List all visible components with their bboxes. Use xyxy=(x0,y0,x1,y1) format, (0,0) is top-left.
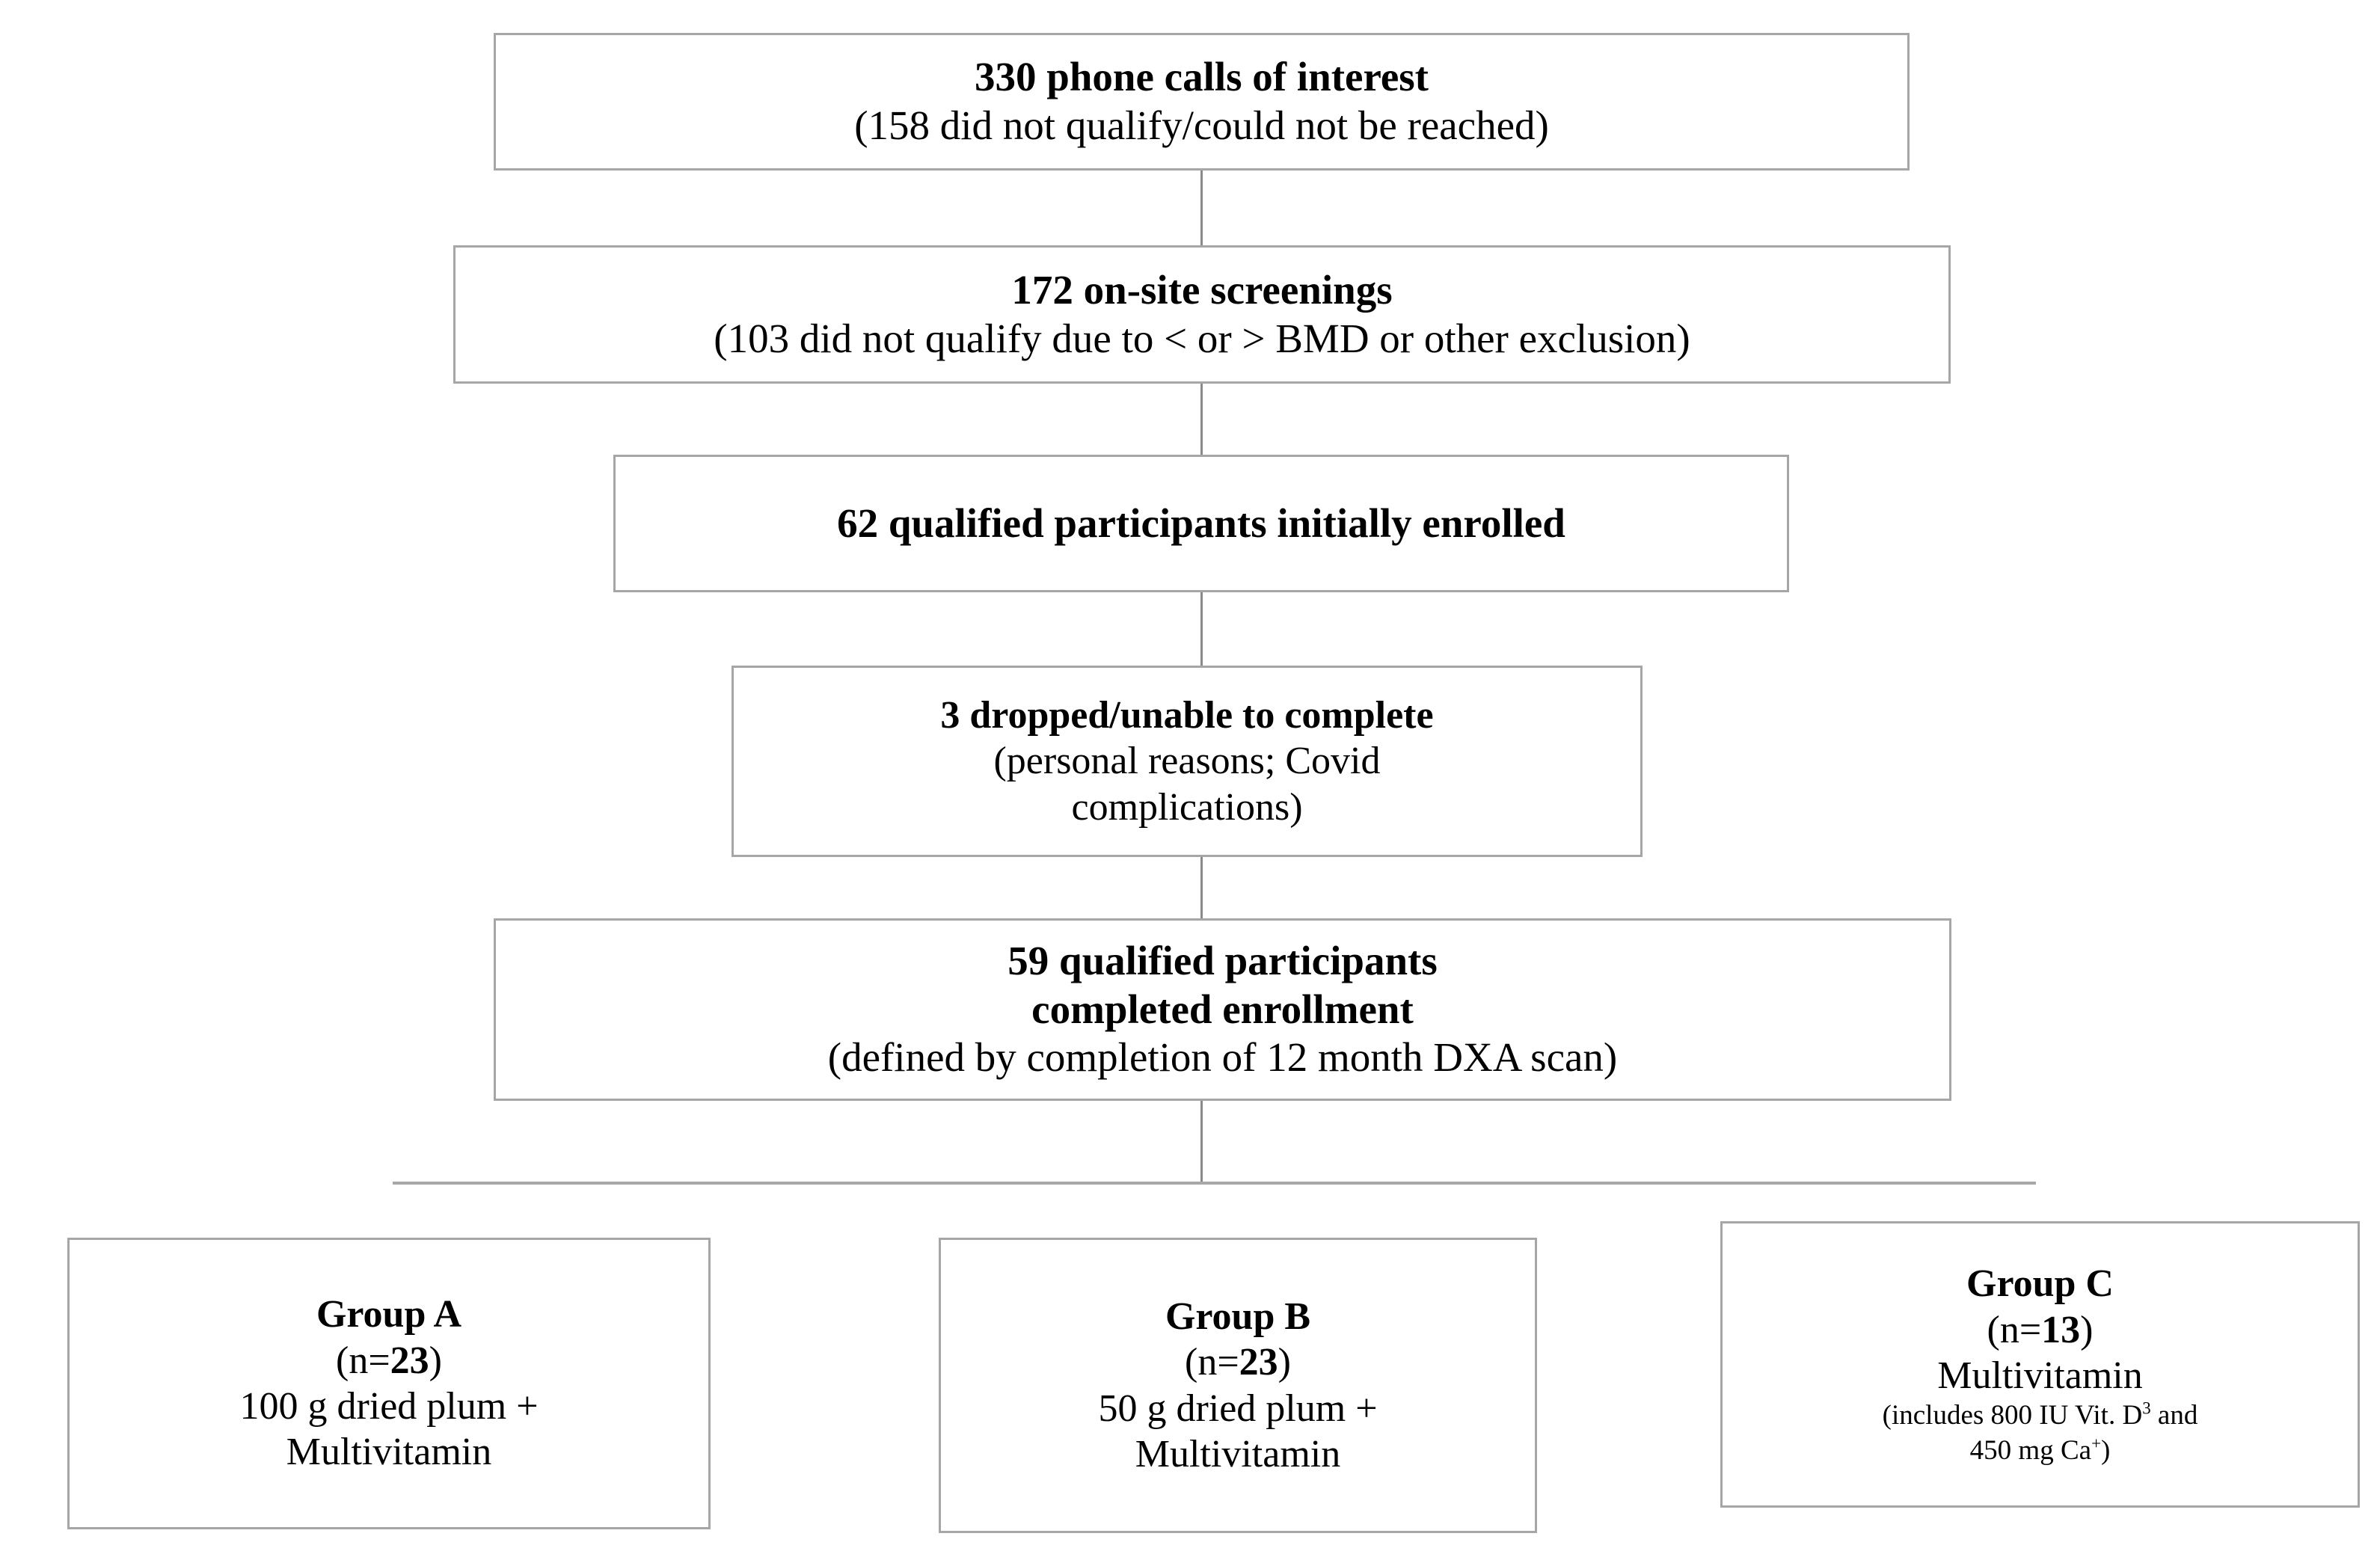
group-b-n-suffix: ) xyxy=(1278,1341,1291,1384)
group-b-n-prefix: (n= xyxy=(1185,1341,1239,1384)
group-c-treatment-line1: Multivitamin xyxy=(1937,1354,2143,1397)
group-c-detail-line2-text: 450 mg Ca xyxy=(1969,1434,2092,1466)
node-onsite-screenings-line2: (103 did not qualify due to < or > BMD o… xyxy=(714,315,1690,361)
group-c-n-value: 13 xyxy=(2041,1308,2081,1351)
node-dropped-line1: 3 dropped/unable to complete xyxy=(940,693,1434,737)
node-completed-line2: completed enrollment xyxy=(1031,986,1414,1032)
group-a-n-prefix: (n= xyxy=(336,1339,390,1382)
group-c-n-suffix: ) xyxy=(2080,1308,2094,1351)
connector-enrolled-to-dropped xyxy=(1200,592,1203,666)
group-a-n-suffix: ) xyxy=(429,1339,442,1382)
group-c-detail-line1: (includes 800 IU Vit. D3 and xyxy=(1723,1398,2358,1433)
group-a-treatment-line1: 100 g dried plum + xyxy=(239,1385,539,1428)
group-b-name: Group B xyxy=(1165,1295,1311,1338)
group-c-n: (n=13) xyxy=(1723,1307,2358,1353)
node-group-c: Group C (n=13) Multivitamin (includes 80… xyxy=(1720,1221,2360,1508)
group-c-vitamin-d-superscript: 3 xyxy=(2142,1398,2151,1418)
group-c-n-prefix: (n= xyxy=(1987,1308,2042,1351)
connector-completed-to-branch xyxy=(1200,1101,1203,1183)
group-b-treatment-line1: 50 g dried plum + xyxy=(1098,1387,1378,1430)
group-c-detail-line1-tail: and xyxy=(2150,1400,2198,1431)
node-onsite-screenings-line1: 172 on-site screenings xyxy=(1011,266,1393,313)
node-initial-enrollment-line1: 62 qualified participants initially enro… xyxy=(837,500,1565,546)
group-c-detail-line1-text: (includes 800 IU Vit. D xyxy=(1882,1400,2143,1431)
group-b-n: (n=23) xyxy=(941,1339,1535,1385)
connector-screening-to-enrolled xyxy=(1200,384,1203,455)
node-dropped-line2: (personal reasons; Covid xyxy=(993,740,1381,783)
node-completed-line1: 59 qualified participants xyxy=(1007,937,1438,983)
connector-phone-to-screening xyxy=(1200,171,1203,245)
node-group-a: Group A (n=23) 100 g dried plum + Multiv… xyxy=(67,1238,711,1529)
node-phone-calls-line1: 330 phone calls of interest xyxy=(974,54,1429,100)
node-completed: 59 qualified participants completed enro… xyxy=(494,918,1951,1101)
connector-dropped-to-completed xyxy=(1200,857,1203,918)
group-c-detail-line2-tail: ) xyxy=(2101,1434,2111,1466)
group-a-treatment-line2: Multivitamin xyxy=(286,1431,492,1474)
group-b-treatment-line2: Multivitamin xyxy=(1135,1432,1341,1475)
node-phone-calls-line2: (158 did not qualify/could not be reache… xyxy=(854,102,1549,148)
branch-bus-line xyxy=(393,1182,2036,1185)
node-group-b: Group B (n=23) 50 g dried plum + Multivi… xyxy=(939,1238,1537,1533)
node-phone-calls: 330 phone calls of interest (158 did not… xyxy=(494,33,1910,171)
group-c-name: Group C xyxy=(1966,1262,2114,1306)
group-a-n: (n=23) xyxy=(70,1338,708,1384)
group-b-n-value: 23 xyxy=(1239,1341,1278,1384)
group-c-calcium-superscript: + xyxy=(2091,1434,2101,1453)
group-a-name: Group A xyxy=(316,1293,462,1336)
node-dropped-line3: complications) xyxy=(1071,785,1303,829)
group-c-detail-line2: 450 mg Ca+) xyxy=(1723,1434,2358,1468)
node-completed-line3: (defined by completion of 12 month DXA s… xyxy=(827,1034,1618,1081)
node-onsite-screenings: 172 on-site screenings (103 did not qual… xyxy=(453,245,1951,384)
node-initial-enrollment: 62 qualified participants initially enro… xyxy=(613,455,1789,592)
group-a-n-value: 23 xyxy=(390,1339,429,1382)
node-dropped: 3 dropped/unable to complete (personal r… xyxy=(732,666,1643,857)
